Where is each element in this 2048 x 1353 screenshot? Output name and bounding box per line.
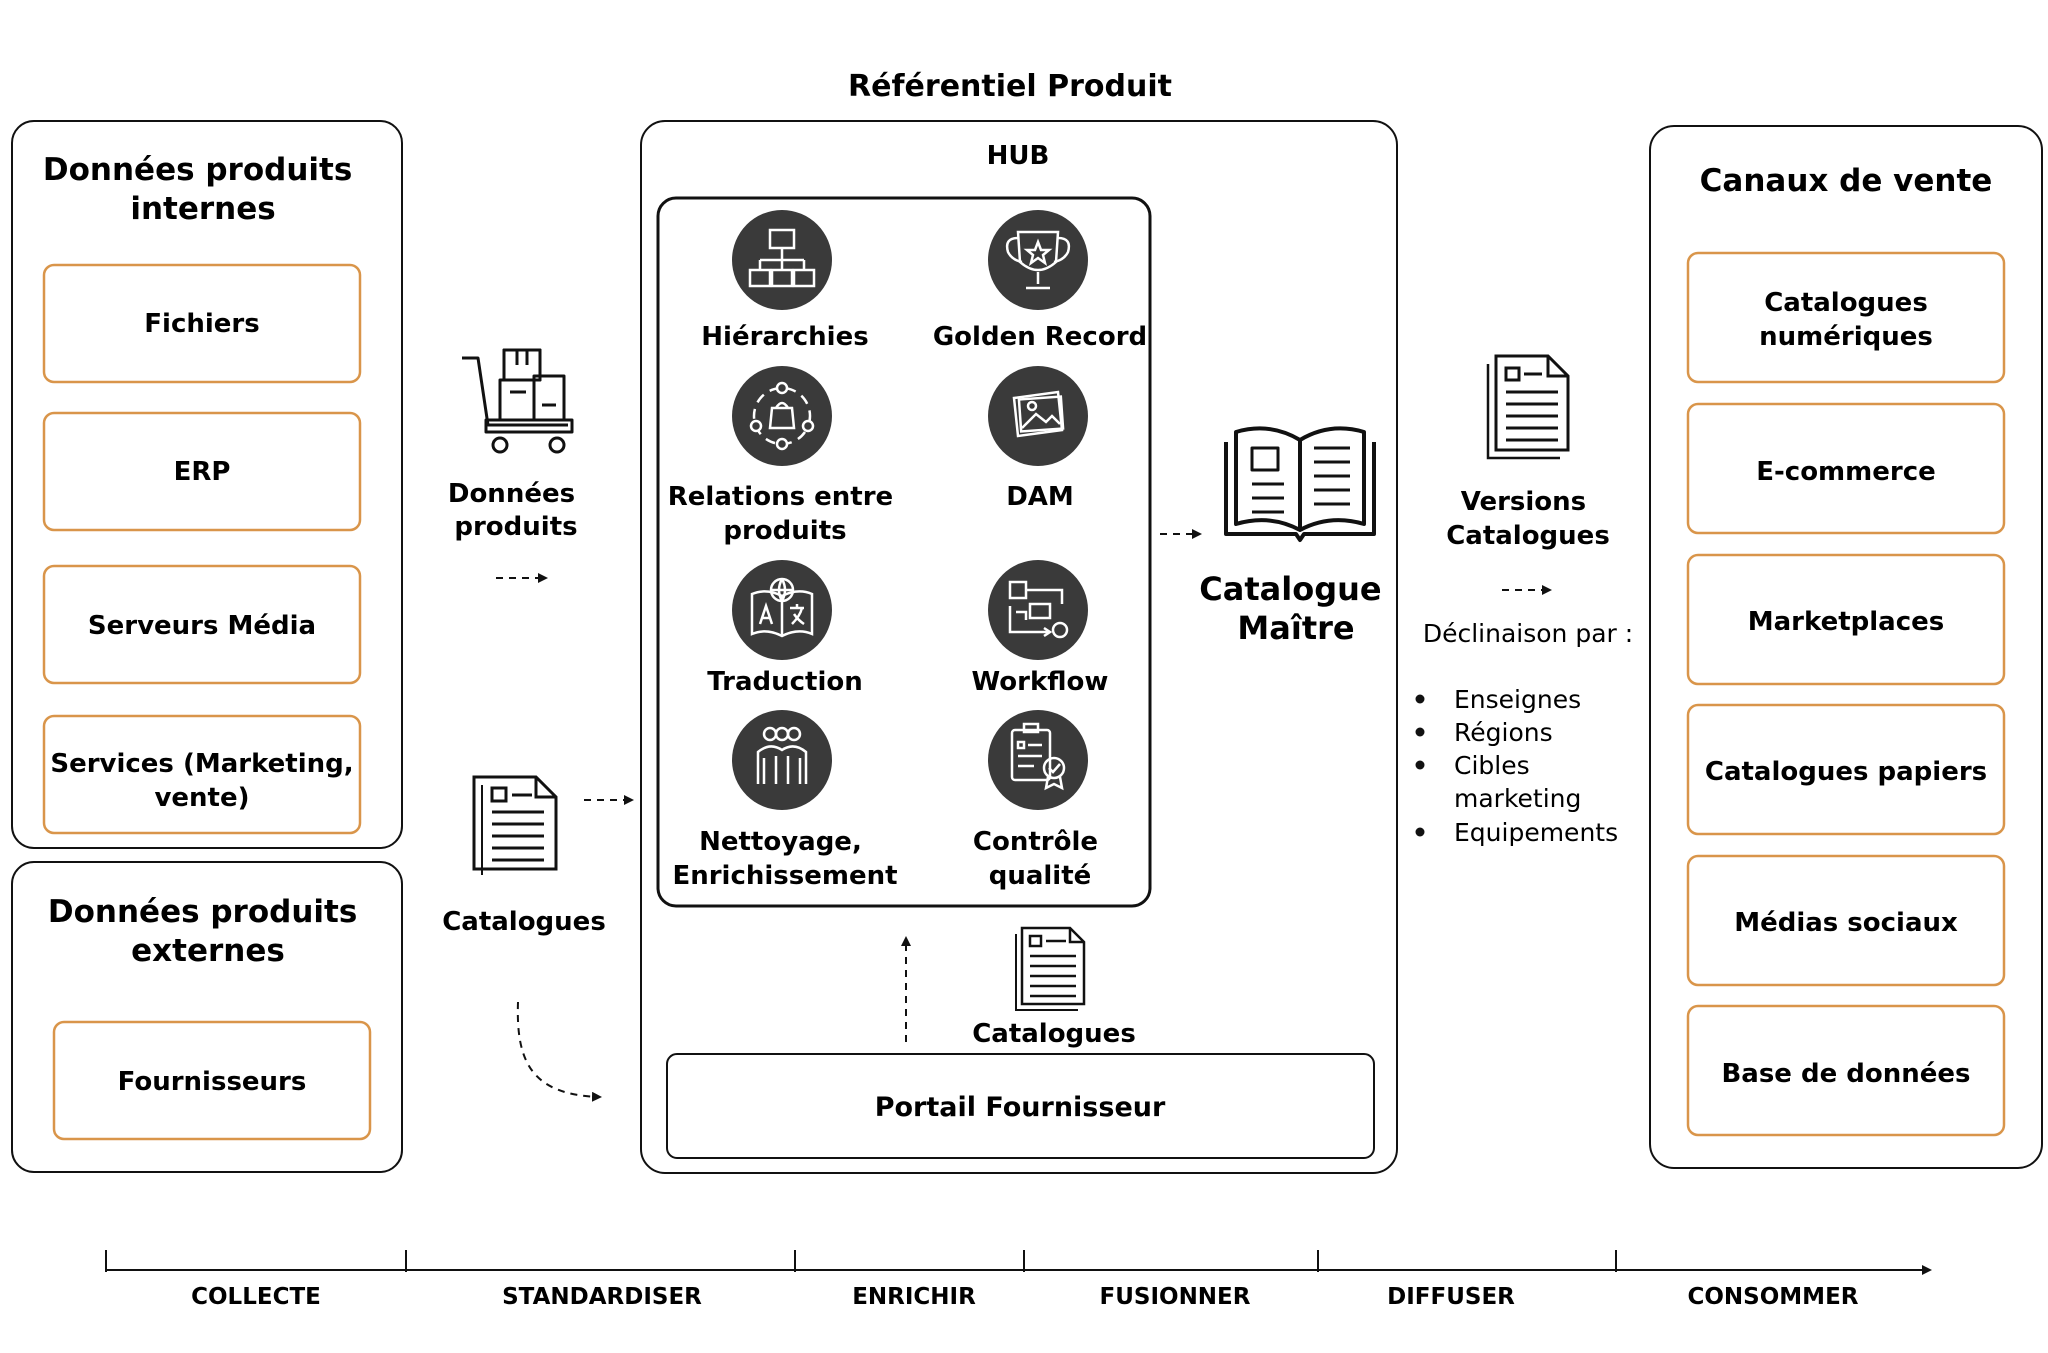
svg-text:vente): vente): [154, 783, 249, 813]
trophy-icon: [988, 210, 1088, 310]
channel-box-marketplaces: Marketplaces: [1686, 553, 2006, 686]
channel-box-catalogues-papiers: Catalogues papiers: [1686, 703, 2006, 836]
source-box-erp: ERP: [42, 411, 362, 532]
channels-panel: Canaux de vente Catalogues numériques E-…: [1649, 125, 2043, 1169]
stage-collecte: COLLECTE: [191, 1284, 321, 1310]
hub-inner-box: [656, 196, 1152, 908]
svg-text:Serveurs Média: Serveurs Média: [88, 611, 316, 641]
quality-icon: [988, 710, 1088, 810]
list-item: Enseignes: [1454, 685, 1581, 714]
stage-diffuser: DIFFUSER: [1387, 1284, 1515, 1310]
donnees-produits-label: Données produits: [448, 479, 584, 542]
svg-text:Fichiers: Fichiers: [144, 309, 259, 339]
arrow-external-to-portal: [516, 1001, 602, 1102]
svg-text:Portail Fournisseur: Portail Fournisseur: [875, 1092, 1166, 1123]
svg-text:Services (Marketing,: Services (Marketing,: [50, 749, 353, 779]
external-panel-title: Données produits externes: [48, 894, 368, 969]
hierarchy-icon: [732, 210, 832, 310]
channel-box-catalogues-numeriques: Catalogues numériques: [1686, 251, 2006, 384]
list-item: Cibles: [1454, 751, 1530, 780]
internal-data-panel: Données produits internes Fichiers ERP S…: [11, 120, 403, 849]
versions-document-icon: [1486, 354, 1570, 460]
svg-text:Catalogues papiers: Catalogues papiers: [1705, 757, 1987, 787]
catalogue-maitre-label: Catalogue Maître: [1199, 570, 1392, 647]
hub-catalogues-label: Catalogues: [972, 1019, 1136, 1049]
declinaison-list: Enseignes Régions Cibles marketing Equip…: [1415, 685, 1618, 847]
declinaison-label: Déclinaison par :: [1423, 619, 1633, 648]
tile-label-hierarchies: Hiérarchies: [701, 322, 868, 352]
svg-text:Base de données: Base de données: [1721, 1059, 1970, 1089]
internal-panel-title: Données produits internes: [43, 152, 363, 227]
list-item: Equipements: [1454, 818, 1618, 847]
relations-icon: [732, 366, 832, 466]
workflow-icon: [988, 560, 1088, 660]
channels-title: Canaux de vente: [1700, 163, 1993, 199]
source-box-serveurs-media: Serveurs Média: [42, 564, 362, 685]
open-book-icon: [1224, 426, 1376, 542]
hub-label: HUB: [987, 141, 1050, 171]
stage-fusionner: FUSIONNER: [1100, 1284, 1251, 1310]
tile-label-dam: DAM: [1006, 482, 1074, 512]
hub-catalogues-document-icon: [1015, 926, 1086, 1011]
svg-text:Médias sociaux: Médias sociaux: [1734, 908, 1958, 938]
page-title: Référentiel Produit: [848, 69, 1172, 104]
source-box-fournisseurs: Fournisseurs: [52, 1020, 372, 1141]
list-item-continuation: marketing: [1454, 784, 1581, 813]
process-timeline: COLLECTE STANDARDISER ENRICHIR FUSIONNER…: [105, 1250, 1932, 1310]
svg-text:numériques: numériques: [1759, 322, 1933, 352]
catalogues-label: Catalogues: [442, 907, 606, 937]
team-icon: [732, 710, 832, 810]
translate-icon: [732, 560, 832, 660]
channel-box-e-commerce: E-commerce: [1686, 402, 2006, 535]
source-box-services: Services (Marketing, vente): [42, 714, 362, 835]
tile-label-workflow: Workflow: [972, 667, 1109, 697]
source-box-fichiers: Fichiers: [42, 263, 362, 384]
referentiel-panel: HUB: [640, 120, 1398, 1174]
tile-label-nettoyage: Nettoyage, Enrichissement: [672, 827, 897, 891]
tile-label-controle-qualite: Contrôle qualité: [973, 827, 1107, 891]
image-icon: [988, 366, 1088, 466]
tile-label-traduction: Traduction: [707, 667, 863, 697]
external-data-panel: Données produits externes Fournisseurs: [11, 861, 403, 1173]
tile-label-relations: Relations entre produits: [668, 482, 902, 546]
portail-fournisseur-box: Portail Fournisseur: [666, 1053, 1375, 1159]
svg-text:Catalogues: Catalogues: [1764, 288, 1928, 318]
tile-label-golden-record: Golden Record: [933, 322, 1147, 352]
document-icon: [472, 775, 558, 875]
list-item: Régions: [1454, 718, 1553, 747]
cart-icon: [462, 348, 574, 454]
stage-enrichir: ENRICHIR: [852, 1284, 976, 1310]
stage-standardiser: STANDARDISER: [502, 1284, 702, 1310]
channel-box-medias-sociaux: Médias sociaux: [1686, 854, 2006, 987]
versions-catalogues-label: Versions Catalogues: [1446, 487, 1610, 551]
stage-consommer: CONSOMMER: [1688, 1284, 1859, 1310]
svg-text:Fournisseurs: Fournisseurs: [118, 1067, 307, 1097]
svg-text:Marketplaces: Marketplaces: [1748, 607, 1945, 637]
svg-text:ERP: ERP: [174, 457, 231, 487]
channel-box-base-de-donnees: Base de données: [1686, 1004, 2006, 1137]
svg-text:E-commerce: E-commerce: [1756, 457, 1936, 487]
